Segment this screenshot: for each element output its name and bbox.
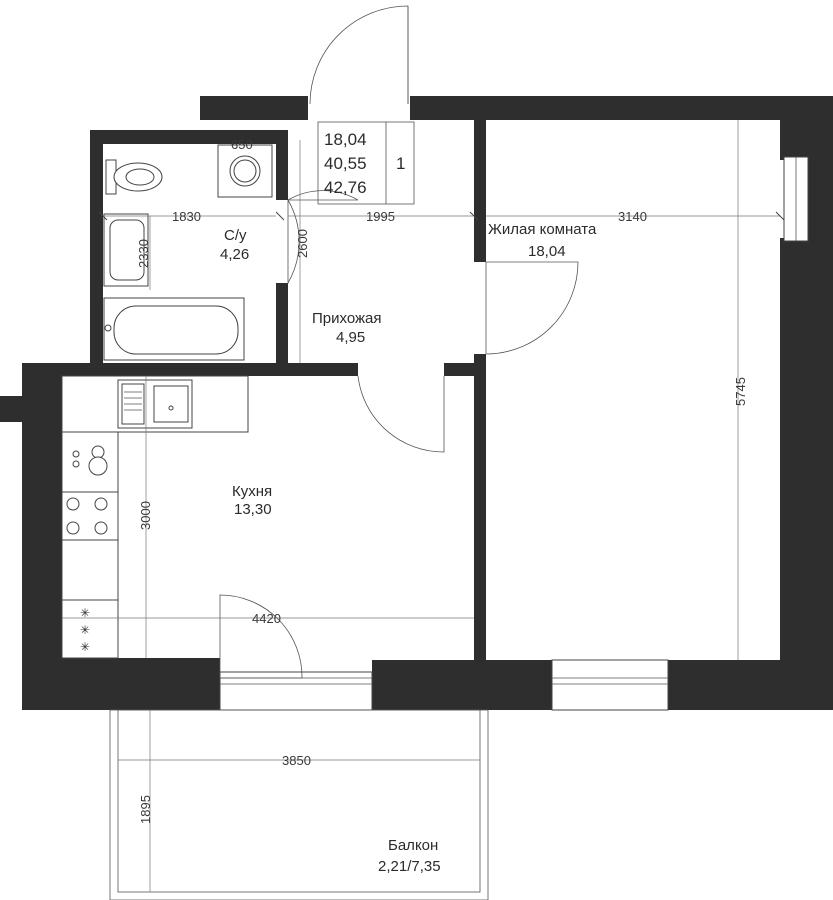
balcony-door — [219, 594, 303, 679]
living-door — [485, 261, 579, 355]
bathtub-icon — [103, 297, 245, 361]
dimension-labels: 650 1830 1995 3140 4420 3850 2330 2600 5… — [136, 137, 748, 824]
dim-balcony-width: 3850 — [282, 753, 311, 768]
dim-hall-width: 1995 — [366, 209, 395, 224]
window-living-bottom — [551, 659, 669, 711]
toilet-icon — [105, 159, 163, 195]
washing-machine-icon — [217, 144, 273, 198]
kitchen-door — [357, 375, 445, 453]
bath-sink-icon — [103, 213, 149, 287]
wall-right — [780, 96, 833, 160]
fixtures: ✳ ✳ ✳ — [61, 144, 489, 900]
wall-hall-living-lower — [474, 354, 486, 660]
balcony-area: 2,21/7,35 — [378, 858, 441, 875]
kitchen-counter — [61, 375, 249, 433]
bathroom-name: С/у — [224, 227, 247, 244]
living-name: Жилая комната — [488, 221, 597, 238]
bathroom-door — [287, 199, 300, 285]
wall-bottom-right — [668, 660, 833, 710]
dim-washer: 650 — [231, 137, 253, 152]
wall-right-lower — [780, 238, 833, 710]
wall-left-stub — [0, 396, 36, 422]
kitchen-sink-icon — [153, 385, 189, 423]
living-area: 18,04 — [528, 243, 566, 260]
wall-top-left-upper — [200, 96, 308, 110]
svg-text:✳: ✳ — [80, 606, 90, 620]
kitchen-name: Кухня — [232, 483, 272, 500]
summary-living: 18,04 — [324, 130, 367, 149]
wall-kitchen-top-right — [444, 363, 486, 376]
wall-bath-left — [90, 130, 103, 364]
kitchen-area: 13,30 — [234, 501, 272, 518]
wall-top-right — [410, 96, 780, 120]
dim-hall-depth: 2600 — [295, 229, 310, 258]
summary-total-balcony: 42,76 — [324, 178, 367, 197]
wall-kitchen-top-left — [36, 363, 358, 376]
svg-text:✳: ✳ — [80, 623, 90, 637]
dim-kitchen-width: 4420 — [252, 611, 281, 626]
hall-name: Прихожая — [312, 310, 382, 327]
wall-bottom-mid — [372, 660, 552, 710]
entrance-door — [309, 5, 409, 105]
summary-total: 40,55 — [324, 154, 367, 173]
summary-box: 18,04 40,55 42,76 1 — [317, 121, 415, 205]
dim-bath-width: 1830 — [172, 209, 201, 224]
room-labels: С/у 4,26 Прихожая 4,95 Жилая комната 18,… — [220, 221, 597, 875]
wall-right-stub — [806, 160, 833, 238]
balcony-outline — [109, 709, 489, 900]
fridge-icon — [61, 599, 119, 659]
dim-living-width: 3140 — [618, 209, 647, 224]
dim-kitchen-depth: 3000 — [138, 501, 153, 530]
dim-balcony-depth: 1895 — [138, 795, 153, 824]
svg-text:✳: ✳ — [80, 640, 90, 654]
wall-bath-top — [90, 130, 288, 144]
wall-bath-hall-upper — [276, 130, 288, 200]
dimension-lines — [62, 120, 785, 892]
bathroom-area: 4,26 — [220, 246, 249, 263]
balcony-name: Балкон — [388, 837, 438, 854]
wall-hall-living-upper — [474, 120, 486, 262]
hall-area: 4,95 — [336, 329, 365, 346]
walls — [0, 96, 833, 710]
dim-living-depth: 5745 — [733, 377, 748, 406]
wall-bottom-left-inner — [62, 658, 216, 684]
dim-bath-depth: 2330 — [136, 239, 151, 268]
kitchen-side-counter: ✳ ✳ ✳ — [61, 431, 119, 659]
summary-rooms: 1 — [396, 154, 405, 173]
wall-bath-hall-lower — [276, 283, 288, 363]
